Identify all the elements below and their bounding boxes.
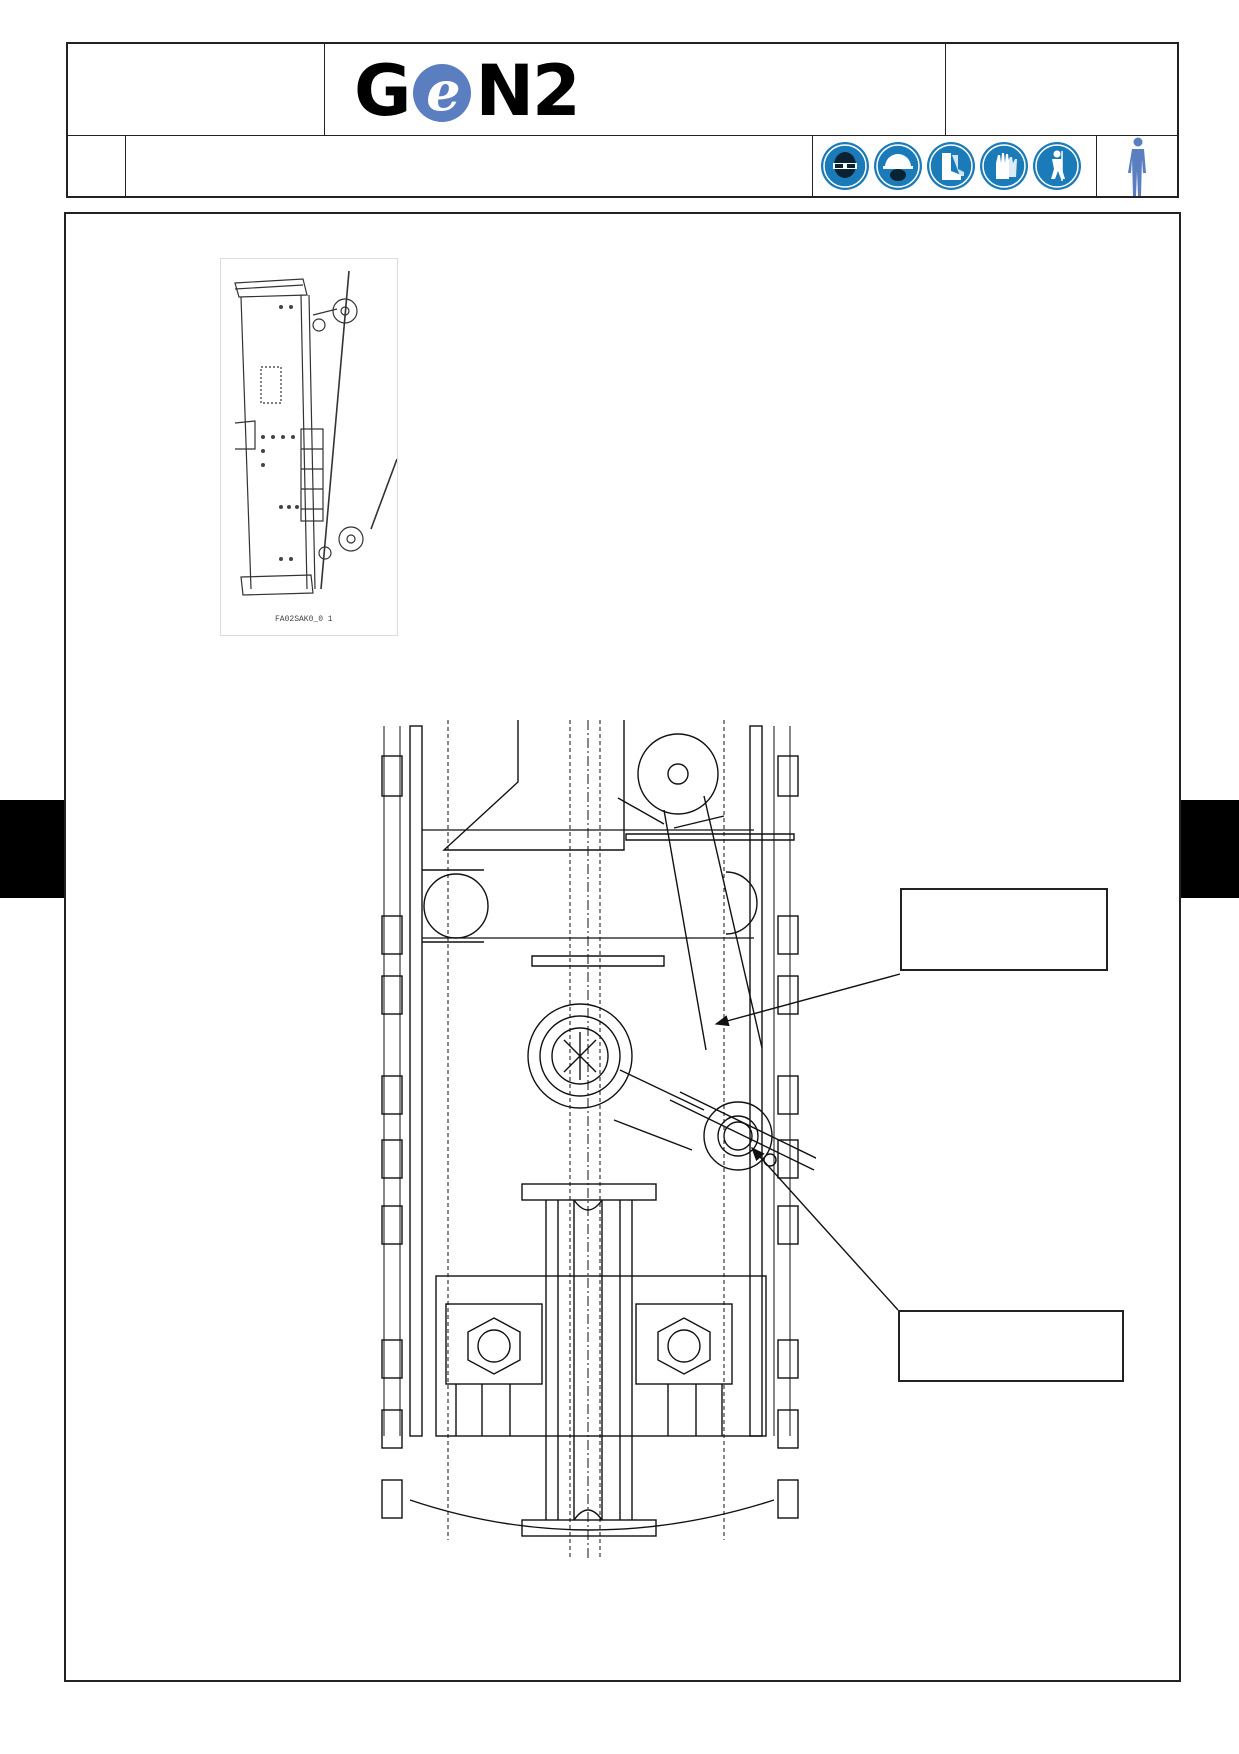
hard-hat-icon xyxy=(873,141,923,191)
gloves-icon xyxy=(979,141,1029,191)
logo-suffix: N2 xyxy=(475,50,580,132)
harness-icon xyxy=(1032,141,1082,191)
safety-glasses-icon xyxy=(820,141,870,191)
header-divider-left xyxy=(324,42,325,136)
section-tab-left xyxy=(0,800,64,898)
document-header xyxy=(66,42,1179,198)
logo-accent-e: e xyxy=(413,64,472,122)
header-divider-horizontal xyxy=(66,135,1179,136)
header-divider-ppe-right xyxy=(1096,136,1097,198)
section-tab-right xyxy=(1181,800,1239,898)
callout-box-upper xyxy=(900,888,1108,971)
thumbnail-drawing: FA02SAK0_0 1 xyxy=(234,270,398,624)
header-divider-ppe-left xyxy=(812,136,813,198)
safety-boots-icon xyxy=(926,141,976,191)
header-divider-right xyxy=(945,42,946,136)
thumbnail-figure: FA02SAK0_0 1 xyxy=(220,258,398,636)
leader-line-lower xyxy=(751,1146,899,1311)
page-content-frame xyxy=(64,212,1181,1682)
callout-box-lower xyxy=(898,1310,1124,1382)
header-divider-number-cell xyxy=(125,136,126,198)
logo-prefix: G xyxy=(354,50,411,132)
leader-line-upper xyxy=(714,973,901,1027)
one-person-icon xyxy=(1122,136,1154,198)
main-technical-drawing xyxy=(374,720,821,1558)
thumbnail-caption: FA02SAK0_0 1 xyxy=(275,615,333,624)
